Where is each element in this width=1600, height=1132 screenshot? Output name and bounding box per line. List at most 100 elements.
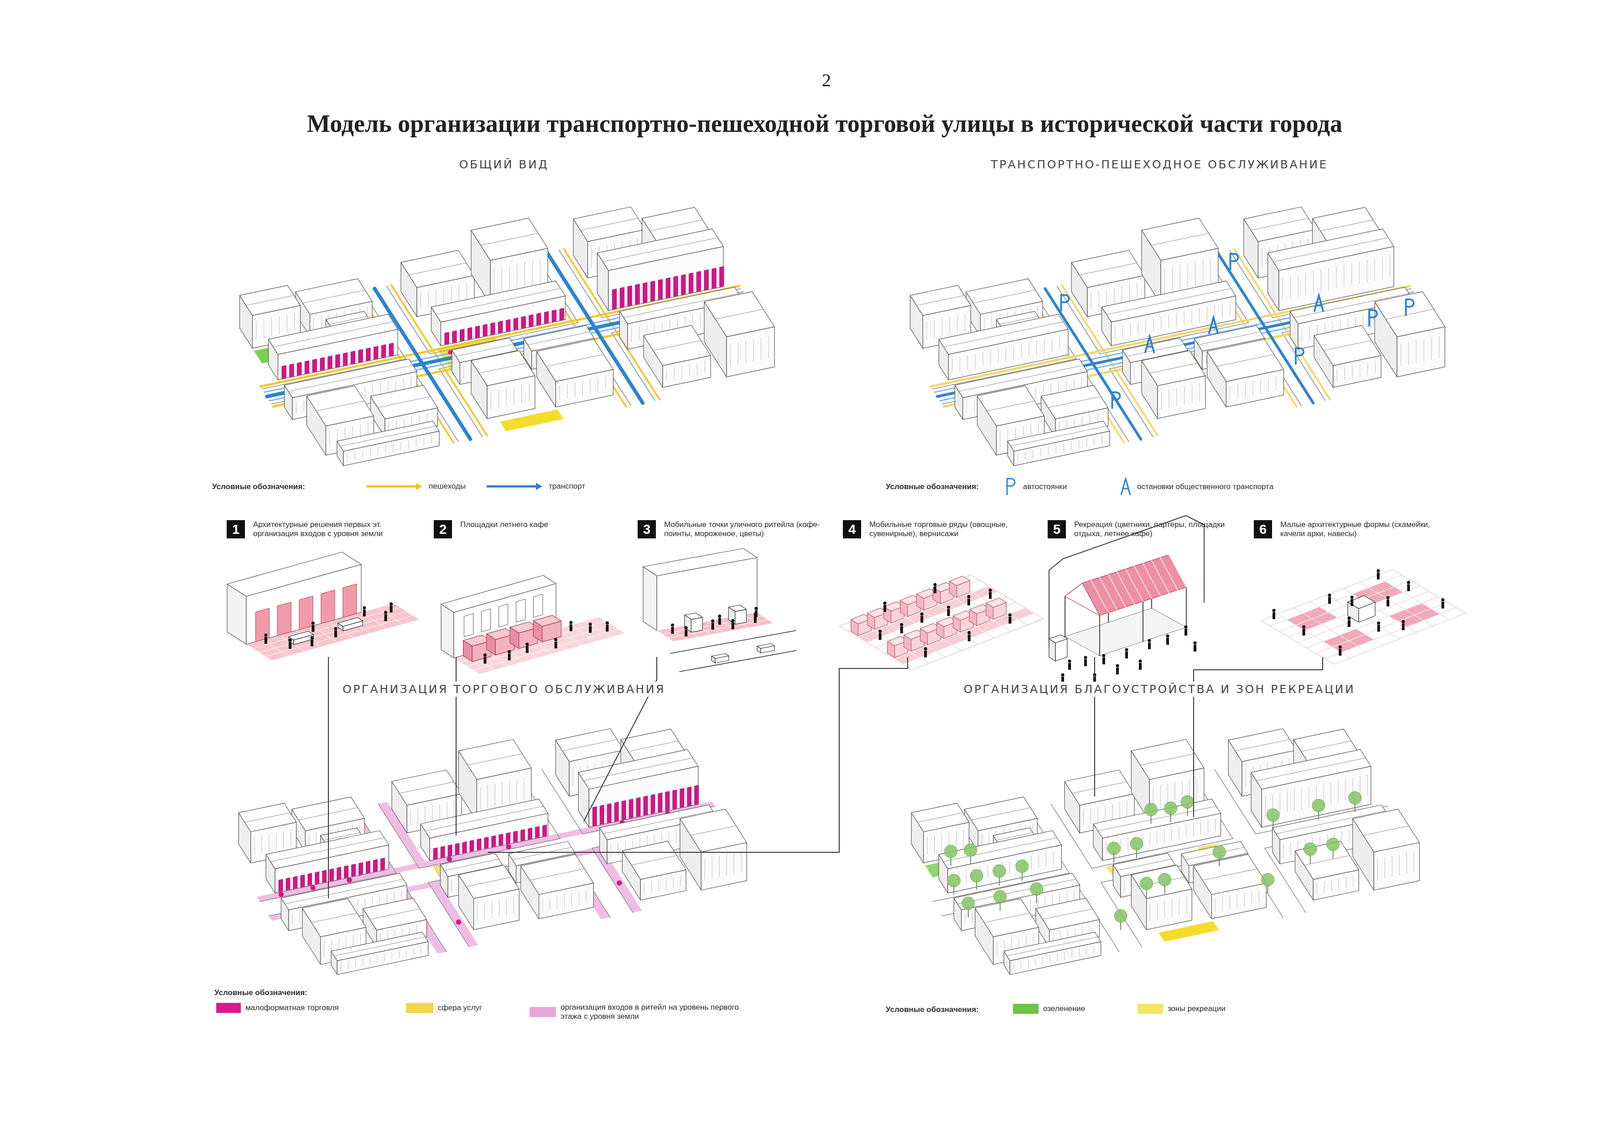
window-line — [1375, 360, 1376, 373]
person — [310, 635, 314, 639]
window-line — [1359, 261, 1360, 284]
person — [310, 638, 314, 646]
roof-ridge — [244, 812, 291, 822]
window-line — [737, 342, 739, 364]
callout-item: 4Мобильные торговые ряды (овощные, сувен… — [842, 519, 1044, 657]
window-line — [377, 954, 378, 963]
window-line — [1320, 269, 1322, 292]
window-line — [294, 312, 295, 332]
window-line — [1124, 879, 1125, 892]
grid-line — [1315, 602, 1448, 654]
roof-ridge — [583, 757, 693, 781]
leader-line — [455, 679, 457, 835]
person — [883, 604, 887, 612]
person — [1338, 648, 1342, 656]
window-line — [521, 384, 522, 404]
window-line — [1258, 888, 1260, 903]
window-line — [428, 290, 429, 307]
tree-crown — [1312, 798, 1326, 812]
window-line — [1035, 957, 1036, 966]
window-line — [1160, 316, 1162, 330]
person — [288, 641, 292, 649]
window-line — [1020, 961, 1022, 969]
shop-front — [544, 311, 549, 324]
market-stall — [986, 597, 1007, 608]
legend-title: Условные обозначения: — [214, 987, 308, 998]
window-line — [1145, 319, 1147, 333]
building-roof — [1131, 739, 1205, 780]
window-line — [1044, 339, 1045, 354]
person — [1272, 608, 1276, 613]
window-line — [1359, 364, 1361, 377]
person — [507, 649, 511, 654]
building-roof — [458, 864, 520, 899]
shop-front — [337, 866, 342, 879]
callout-item: 2Площадки летнего кафе — [433, 519, 635, 657]
building-roof — [1314, 325, 1382, 366]
window-line — [385, 445, 386, 454]
person — [605, 621, 609, 625]
window-line — [597, 377, 598, 392]
window-line — [1064, 951, 1065, 960]
person — [1376, 572, 1380, 580]
window-line — [316, 832, 317, 844]
person — [670, 623, 675, 627]
tree-crown — [1326, 837, 1340, 851]
parking-symbol — [1230, 253, 1239, 271]
shop-front — [719, 266, 724, 287]
legend-line — [366, 485, 416, 488]
roof-ridge — [943, 321, 1064, 347]
window-line — [308, 833, 310, 846]
column — [1185, 587, 1187, 628]
window-line — [384, 953, 385, 962]
building-roof — [680, 808, 747, 852]
shop-front — [312, 358, 317, 373]
window-line — [1275, 375, 1277, 390]
shop-front — [612, 288, 617, 310]
window-line — [1408, 342, 1409, 364]
legend-title: Условные обозначения: — [885, 482, 979, 492]
window-line — [564, 893, 565, 907]
tree-crown — [1303, 842, 1317, 856]
window-line — [964, 913, 966, 925]
shop-front — [592, 806, 597, 826]
window-line — [1400, 343, 1402, 366]
window-line — [711, 857, 713, 878]
window-line — [1202, 259, 1204, 285]
person — [483, 653, 487, 657]
item-illustration — [643, 548, 796, 672]
market-dot — [446, 856, 452, 862]
roof-stripe — [1125, 568, 1143, 602]
person — [1376, 569, 1380, 573]
roof-ridge — [1042, 908, 1093, 920]
roof-ridge — [546, 354, 604, 367]
shop-front — [293, 875, 298, 889]
building-roof — [471, 218, 548, 260]
building-roof — [597, 228, 724, 271]
person — [1350, 595, 1354, 599]
window-line — [934, 319, 935, 338]
building-roof — [536, 339, 614, 382]
window-line — [446, 802, 448, 818]
window-line — [674, 367, 675, 380]
building-roof — [370, 384, 438, 419]
person — [924, 646, 928, 650]
person — [684, 625, 688, 629]
window-line — [255, 321, 257, 340]
window-line — [1035, 386, 1036, 399]
shop-front — [696, 270, 701, 292]
pink-cell — [972, 585, 998, 598]
pink-cell — [1348, 633, 1375, 646]
market-dot — [346, 877, 352, 883]
window-line — [1199, 383, 1200, 402]
window-line — [768, 335, 769, 358]
window-line — [425, 806, 426, 822]
legend-entry: организация входов в ритейл на уровень п… — [529, 1002, 743, 1022]
window-line — [1199, 308, 1200, 322]
window-line — [1176, 312, 1177, 327]
grid-line — [893, 607, 1026, 659]
window-line — [1090, 292, 1092, 309]
shop-front — [342, 352, 348, 366]
window-line — [1366, 774, 1368, 796]
shop-front — [687, 786, 692, 806]
